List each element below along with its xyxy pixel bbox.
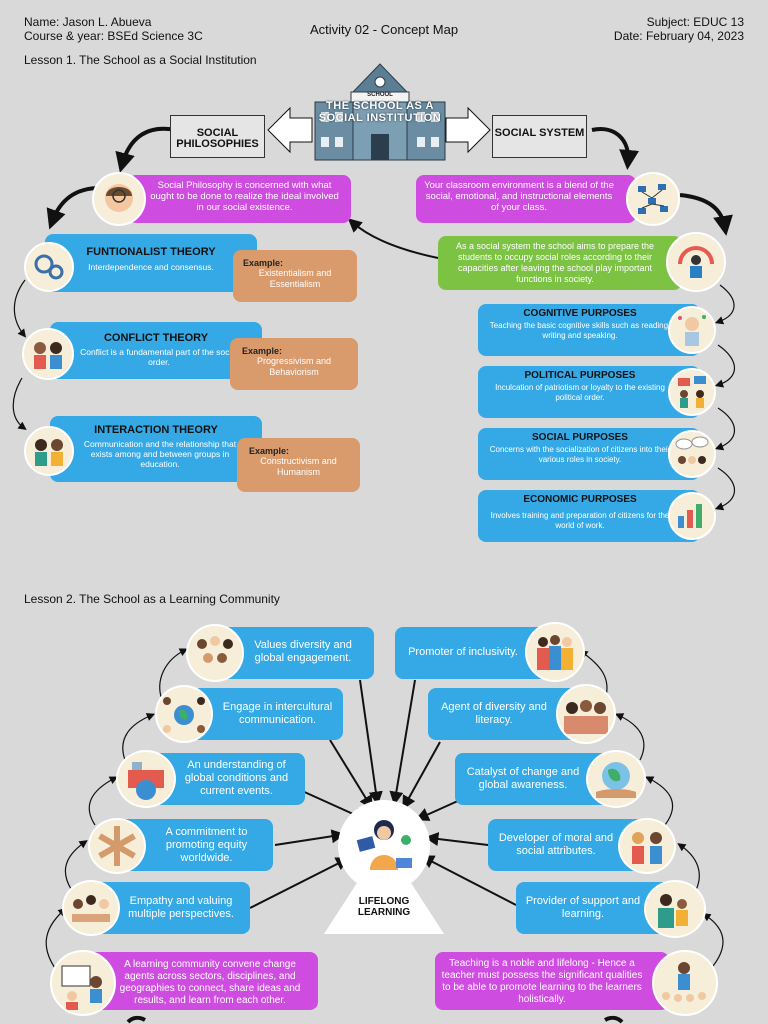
group-discussion-icon — [62, 880, 120, 936]
purpose-desc: Inculcation of patriotism or loyalty to … — [495, 383, 665, 402]
economy-icon — [668, 492, 716, 540]
theory-title: FUNTIONALIST THEORY — [86, 246, 216, 258]
teacher-item-4: Developer of moral and social attributes… — [488, 819, 644, 871]
globe-people-icon — [155, 685, 213, 743]
example-functionalist: Example: Existentialism and Essentialism — [233, 250, 357, 302]
community-item-5: Empathy and valuing multiple perspective… — [88, 882, 250, 934]
theory-desc: Interdependence and consensus. — [88, 262, 214, 272]
example-text: Existentialism and Essentialism — [258, 268, 332, 289]
example-label: Example: — [242, 346, 283, 356]
lesson1-heading: Lesson 1. The School as a Social Institu… — [24, 53, 257, 67]
group-hug-icon — [525, 622, 585, 682]
date: Date: February 04, 2023 — [613, 29, 744, 43]
brain-person-icon — [668, 306, 716, 354]
lifelong-triangle — [324, 872, 444, 934]
philosophy-definition: Social Philosophy is concerned with what… — [128, 175, 351, 223]
gears-icon — [24, 242, 74, 292]
cycle-person-icon — [666, 232, 726, 292]
world-events-icon — [116, 750, 176, 808]
diverse-people-icon — [186, 624, 244, 682]
example-conflict: Example: Progressivism and Behaviorism — [230, 338, 358, 390]
support-icon — [644, 880, 706, 938]
course-year: Course & year: BSEd Science 3C — [24, 29, 203, 43]
system-aim: As a social system the school aims to pr… — [438, 236, 682, 290]
protest-icon — [668, 368, 716, 416]
purpose-desc: Involves training and preparation of cit… — [490, 511, 670, 530]
purpose-title: COGNITIVE PURPOSES — [523, 308, 637, 319]
theory-title: CONFLICT THEORY — [103, 332, 209, 344]
example-interaction: Example: Constructivism and Humanism — [237, 438, 360, 492]
activity-title: Activity 02 - Concept Map — [309, 22, 459, 37]
teacher-item-3: Catalyst of change and global awareness. — [455, 753, 611, 805]
theory-conflict: CONFLICT THEORY Conflict is a fundamenta… — [50, 322, 262, 379]
example-text: Progressivism and Behaviorism — [256, 356, 332, 377]
people-conflict-icon — [22, 328, 74, 380]
example-text: Constructivism and Humanism — [260, 456, 337, 477]
theory-title: INTERACTION THEORY — [94, 424, 218, 436]
purpose-title: SOCIAL PURPOSES — [532, 432, 628, 443]
hands-together-icon — [88, 818, 146, 874]
theory-interaction: INTERACTION THEORY Communication and the… — [50, 416, 262, 482]
lifelong-learning-label: LIFELONG LEARNING — [357, 896, 411, 918]
system-definition: Your classroom environment is a blend of… — [416, 175, 636, 223]
purpose-economic: ECONOMIC PURPOSES Involves training and … — [478, 490, 700, 542]
teacher-definition: Teaching is a noble and lifelong - Hence… — [435, 952, 669, 1010]
lesson2-heading: Lesson 2. The School as a Learning Commu… — [24, 592, 280, 606]
purpose-title: POLITICAL PURPOSES — [524, 370, 636, 381]
center-title: THE SCHOOL AS A SOCIAL INSTITUTION — [318, 100, 442, 124]
diverse-group-icon — [556, 684, 616, 744]
community-definition: A learning community convene change agen… — [80, 952, 318, 1010]
social-philosophies-label: SOCIAL PHILOSOPHIES — [170, 115, 265, 158]
purpose-political: POLITICAL PURPOSES Inculcation of patrio… — [478, 366, 700, 418]
thinking-head-icon — [92, 172, 146, 226]
community-item-3: An understanding of global conditions an… — [150, 753, 305, 805]
theory-functionalist: FUNTIONALIST THEORY Interdependence and … — [45, 234, 257, 292]
network-icon — [626, 172, 680, 226]
purpose-desc: Concerns with the socialization of citiz… — [489, 445, 671, 464]
moral-people-icon — [618, 818, 676, 874]
theory-desc: Communication and the relationship that … — [83, 439, 237, 469]
theory-desc: Conflict is a fundamental part of the so… — [80, 347, 238, 367]
school-sign: SCHOOL — [367, 92, 393, 98]
people-talking-icon — [24, 426, 74, 476]
community-board-icon — [50, 950, 116, 1016]
community-item-4: A commitment to promoting equity worldwi… — [120, 819, 273, 871]
teacher-reading-icon — [338, 800, 430, 892]
purpose-social: SOCIAL PURPOSES Concerns with the social… — [478, 428, 700, 480]
student-name: Name: Jason L. Abueva — [24, 15, 152, 29]
social-system-label: SOCIAL SYSTEM — [492, 115, 587, 158]
subject: Subject: EDUC 13 — [646, 15, 744, 29]
teacher-class-icon — [652, 950, 718, 1016]
example-label: Example: — [243, 258, 284, 268]
purpose-cognitive: COGNITIVE PURPOSES Teaching the basic co… — [478, 304, 700, 356]
example-label: Example: — [249, 446, 290, 456]
school-building-icon: SCHOOL THE SCHOOL AS A SOCIAL INSTITUTIO… — [313, 62, 447, 162]
purpose-title: ECONOMIC PURPOSES — [523, 494, 637, 505]
purpose-desc: Teaching the basic cognitive skills such… — [489, 321, 671, 340]
globe-hands-icon — [586, 750, 646, 808]
community-item-2: Engage in intercultural communication. — [190, 688, 343, 740]
chat-group-icon — [668, 430, 716, 478]
